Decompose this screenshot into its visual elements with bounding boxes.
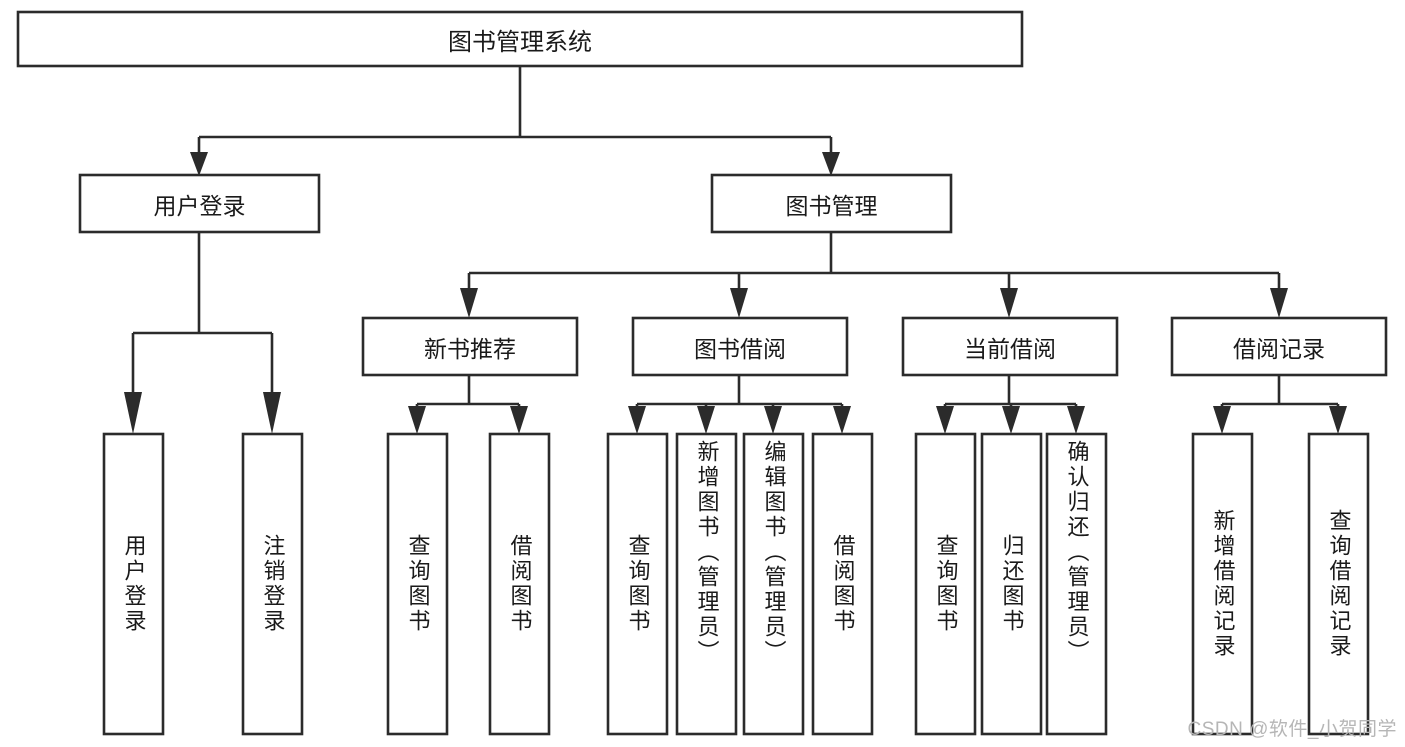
node-leaf-query-book-2[interactable] <box>606 432 669 736</box>
box-layer <box>16 10 1388 736</box>
node-user-login[interactable] <box>78 173 321 234</box>
arrowhead-leaf-query-record <box>1329 406 1347 434</box>
node-leaf-query-book-1[interactable] <box>386 432 449 736</box>
node-leaf-borrow-book-1[interactable] <box>488 432 551 736</box>
node-leaf-borrow-book-2[interactable] <box>811 432 874 736</box>
arrowhead-leaf-borrow-book-2 <box>833 406 851 434</box>
arrowhead-leaf-query-book-2 <box>628 406 646 434</box>
arrowhead-leaf-return-book <box>1002 406 1020 434</box>
node-root[interactable] <box>16 10 1024 68</box>
node-leaf-edit-book[interactable] <box>742 432 805 736</box>
arrowhead-leaf-edit-book <box>764 406 782 434</box>
arrowhead-current-borrow <box>1000 288 1018 318</box>
arrowhead-leaf-query-book-1 <box>408 406 426 434</box>
arrowhead-leaf-add-record <box>1213 406 1231 434</box>
node-current-borrow[interactable] <box>901 316 1119 377</box>
node-book-manage[interactable] <box>710 173 953 234</box>
arrowhead-leaf-confirm-return <box>1067 406 1085 434</box>
arrowhead-leaf-user-login <box>124 392 142 434</box>
node-book-borrow[interactable] <box>631 316 849 377</box>
arrowhead-leaf-add-book <box>697 406 715 434</box>
arrowhead-leaf-borrow-book-1 <box>510 406 528 434</box>
arrowhead-new-book <box>460 288 478 318</box>
node-leaf-add-record[interactable] <box>1191 432 1254 736</box>
node-leaf-query-record[interactable] <box>1307 432 1370 736</box>
node-leaf-confirm-return[interactable] <box>1045 432 1108 736</box>
watermark-text: CSDN @软件_小贺同学 <box>1187 719 1397 740</box>
arrowhead-borrow-record <box>1270 288 1288 318</box>
arrowhead-book-manage <box>822 152 840 176</box>
arrowhead-user-login <box>190 152 208 176</box>
node-leaf-logout[interactable] <box>241 432 304 736</box>
node-new-book-recommend[interactable] <box>361 316 579 377</box>
node-leaf-add-book[interactable] <box>675 432 738 736</box>
node-borrow-record[interactable] <box>1170 316 1388 377</box>
connector-layer <box>124 66 1347 434</box>
arrowhead-leaf-logout <box>263 392 281 434</box>
arrowhead-book-borrow <box>730 288 748 318</box>
node-leaf-user-login[interactable] <box>102 432 165 736</box>
node-leaf-return-book[interactable] <box>980 432 1043 736</box>
arrowhead-leaf-query-book-3 <box>936 406 954 434</box>
node-leaf-query-book-3[interactable] <box>914 432 977 736</box>
